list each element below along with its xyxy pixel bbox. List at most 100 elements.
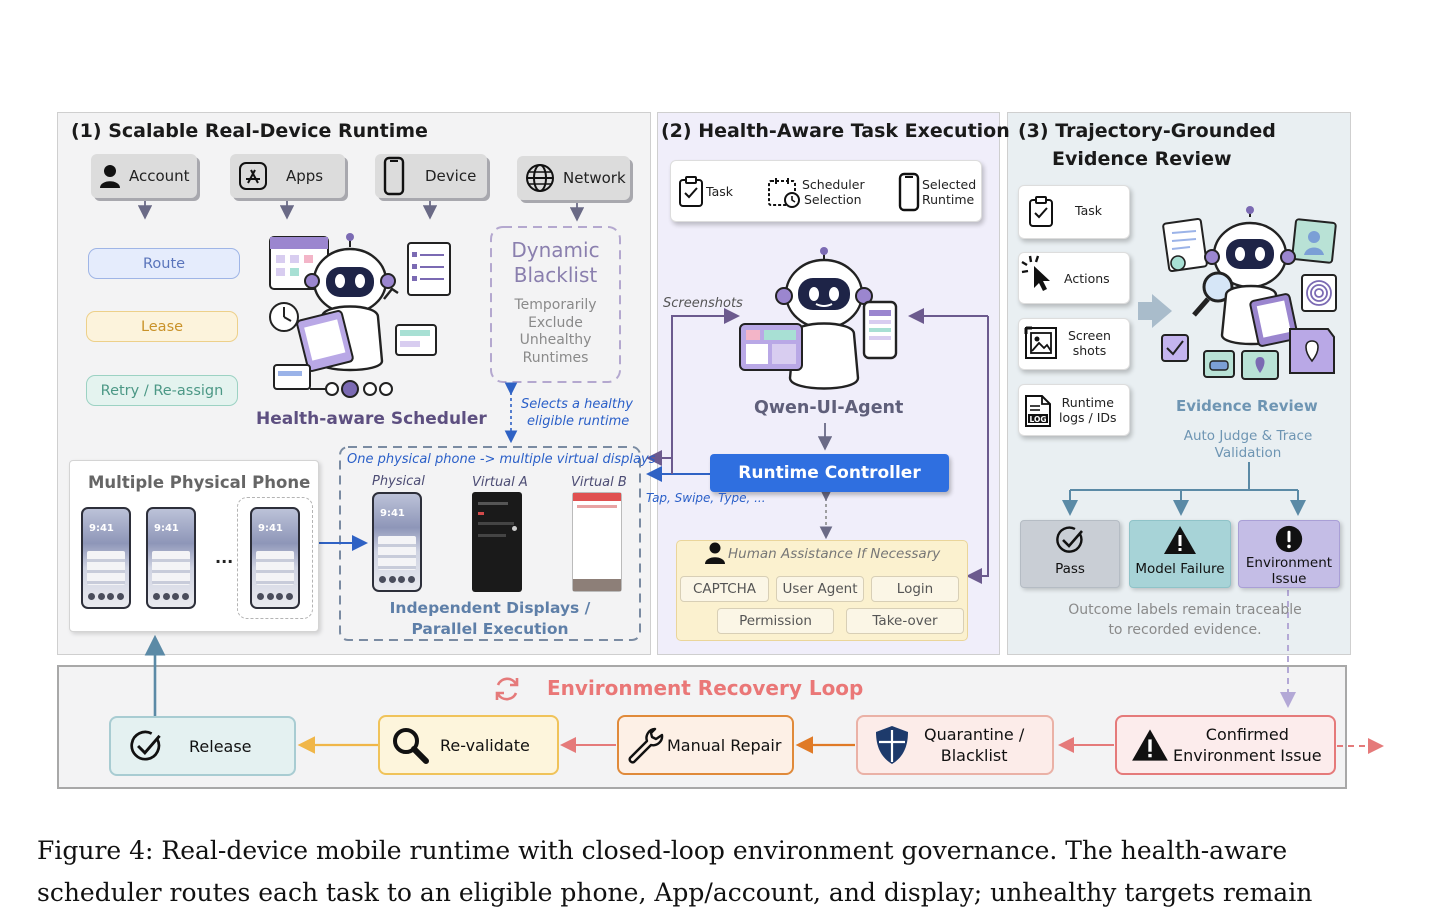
evidence-logs-line1: Runtime xyxy=(1061,395,1114,410)
confirmed-warning-icon xyxy=(1132,729,1168,761)
outcome-model-failure-label: Model Failure xyxy=(1135,561,1225,577)
select-runtime-line2: eligible runtime xyxy=(527,414,630,429)
person-icon xyxy=(705,542,725,564)
display-virtual-a-label: Virtual A xyxy=(472,475,528,490)
outcome-pass: Pass xyxy=(1020,520,1120,588)
blacklist-title-line1: Dynamic xyxy=(511,238,600,262)
blacklist-desc: Temporarily Exclude Unhealthy Runtimes xyxy=(491,297,620,367)
selected-phone-icon xyxy=(898,172,920,212)
resource-device: Device xyxy=(375,154,487,198)
loop-release: Release xyxy=(109,716,296,776)
resource-account: Account xyxy=(91,154,197,198)
evidence-screenshots xyxy=(1018,318,1130,370)
release-check-icon xyxy=(130,730,161,761)
scheduler-robot-icon xyxy=(269,233,451,398)
loop-release-label: Release xyxy=(189,736,252,756)
calendar-icon xyxy=(768,178,800,208)
resource-network: Network xyxy=(517,156,630,200)
chip-permission: Permission xyxy=(717,608,834,634)
evidence-logs-label: Runtime logs / IDs xyxy=(1059,395,1117,425)
flow-selected-line2: Runtime xyxy=(922,192,975,207)
phone-icon xyxy=(383,156,405,196)
evidence-screenshots-label: Screen shots xyxy=(1068,328,1111,358)
loop-quarantine: Quarantine / Blacklist xyxy=(856,715,1054,775)
loop-confirmed-text: Confirmed Environment Issue xyxy=(1173,724,1322,766)
blacklist-desc-line2: Exclude xyxy=(528,314,583,331)
check-circle-icon xyxy=(1056,526,1083,553)
display-physical-time: 9:41 xyxy=(380,508,405,519)
evidence-screenshots-line1: Screen xyxy=(1068,328,1111,343)
policy-lease: Lease xyxy=(86,311,238,342)
image-icon xyxy=(1024,326,1057,359)
phone-2-time: 9:41 xyxy=(154,523,179,534)
outcome-pass-label: Pass xyxy=(1055,561,1085,577)
outcome-env-line1: Environment xyxy=(1245,555,1333,571)
evidence-actions-label: Actions xyxy=(1064,271,1110,286)
panel3-title-line1: (3) Trajectory-Grounded xyxy=(1018,120,1276,142)
app-store-icon xyxy=(239,162,267,190)
loop-confirmed-line1: Confirmed xyxy=(1205,725,1289,744)
svg-text:LOG: LOG xyxy=(1029,415,1046,424)
phone-1-time: 9:41 xyxy=(89,523,114,534)
panel1-title: (1) Scalable Real-Device Runtime xyxy=(71,120,428,142)
flow-selected-line1: Selected xyxy=(922,177,977,192)
resource-apps: Apps xyxy=(230,154,345,198)
phone-ellipsis: ... xyxy=(215,548,234,567)
flow-scheduler-line1: Scheduler xyxy=(802,177,865,192)
loop-quarantine-text: Quarantine / Blacklist xyxy=(924,724,1024,766)
screenshots-label: Screenshots xyxy=(663,296,743,311)
agent-name: Qwen-UI-Agent xyxy=(754,398,904,418)
human-assistance-title: Human Assistance If Necessary xyxy=(728,546,941,562)
globe-icon xyxy=(526,164,554,192)
loop-quarantine-line1: Quarantine / xyxy=(924,725,1025,744)
loop-quarantine-line2: Blacklist xyxy=(940,746,1008,765)
cursor-click-icon xyxy=(1021,255,1050,291)
outcome-trace-note: Outcome labels remain traceable to recor… xyxy=(1036,600,1334,640)
panel2-title: (2) Health-Aware Task Execution xyxy=(661,120,1010,142)
blacklist-title: Dynamic Blacklist xyxy=(491,238,620,288)
display-physical-label: Physical xyxy=(372,474,425,489)
blacklist-title-line2: Blacklist xyxy=(513,263,598,287)
loop-manual-repair: Manual Repair xyxy=(617,715,794,775)
chip-take-over: Take-over xyxy=(846,608,964,634)
blacklist-desc-line4: Runtimes xyxy=(522,349,589,366)
display-virtual-b xyxy=(572,492,622,592)
loop-manual-repair-label: Manual Repair xyxy=(667,735,782,755)
actions-label: Tap, Swipe, Type, ... xyxy=(646,491,766,505)
user-icon xyxy=(100,165,120,188)
outcome-trace-line2: to recorded evidence. xyxy=(1108,622,1262,638)
resource-apps-label: Apps xyxy=(286,167,324,185)
figure-caption-line1: Figure 4: Real-device mobile runtime wit… xyxy=(37,836,1288,865)
display-physical: 9:41 xyxy=(372,492,422,592)
auto-judge-line2: Validation xyxy=(1214,445,1282,461)
independent-line2: Parallel Execution xyxy=(411,620,569,638)
loop-revalidate-label: Re-validate xyxy=(440,735,530,755)
magnifier-icon xyxy=(393,728,429,764)
display-virtual-a xyxy=(472,492,522,592)
clipboard-icon xyxy=(679,176,703,207)
phone-1: 9:41 xyxy=(81,507,131,609)
chip-captcha: CAPTCHA xyxy=(680,576,769,602)
phone-3: 9:41 xyxy=(250,507,300,609)
blacklist-desc-line3: Unhealthy xyxy=(519,332,592,348)
outcome-env-line2: Issue xyxy=(1271,571,1307,587)
log-file-icon: LOG xyxy=(1025,395,1051,427)
independent-displays-label: Independent Displays / Parallel Executio… xyxy=(340,598,640,640)
flow-scheduler-line2: Selection xyxy=(804,192,862,207)
outcome-environment-issue: Environment Issue xyxy=(1238,520,1340,588)
panel3-title-line2: Evidence Review xyxy=(1052,148,1232,170)
independent-line1: Independent Displays / xyxy=(389,599,591,617)
recovery-loop-title: Environment Recovery Loop xyxy=(547,676,864,700)
evidence-task-label: Task xyxy=(1075,203,1102,218)
flow-scheduler-label: Scheduler Selection xyxy=(802,177,865,207)
outcome-trace-line1: Outcome labels remain traceable xyxy=(1068,602,1302,618)
evidence-review-label: Evidence Review xyxy=(1176,397,1318,415)
phone-2: 9:41 xyxy=(146,507,196,609)
chip-user-agent: User Agent xyxy=(776,576,864,602)
flow-task-label: Task xyxy=(706,184,733,199)
phone-3-frame xyxy=(237,497,313,619)
exclamation-circle-icon xyxy=(1275,525,1303,553)
scheduler-label: Health-aware Scheduler xyxy=(256,409,487,429)
shield-icon xyxy=(876,726,908,764)
agent-robot-icon xyxy=(739,247,898,390)
